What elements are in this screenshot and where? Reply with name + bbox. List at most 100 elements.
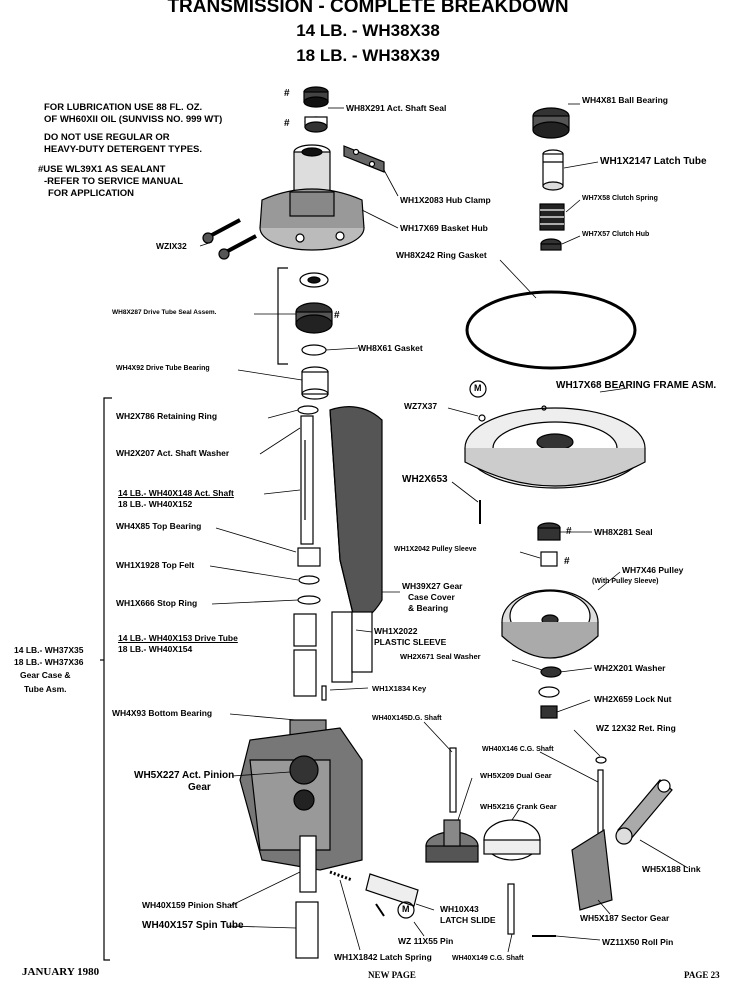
footer-new-page: NEW PAGE: [368, 970, 416, 980]
label-wh2x653: WH2X653: [402, 474, 448, 485]
pinion-shaft-part: [299, 835, 317, 893]
clutch-hub-part: [540, 238, 562, 251]
label-gear-case-4: Tube Asm.: [24, 684, 67, 694]
top-bearing-part: [297, 547, 321, 567]
seal-281-part: [537, 522, 561, 541]
label-gear-case-cover-1: WH39X27 Gear: [402, 581, 463, 591]
label-lock-nut: WH2X659 Lock Nut: [594, 694, 672, 704]
m-marker: M: [402, 904, 410, 914]
label-pinion-gear-2: Gear: [188, 782, 211, 793]
label-drive-tube-seal: WH8X287 Drive Tube Seal Assem.: [112, 309, 217, 316]
clutch-spring-part: [539, 203, 565, 231]
drive-tube-seal-part: [295, 272, 333, 356]
seal-washer-part: [540, 666, 562, 678]
label-key: WH1X1834 Key: [372, 684, 427, 693]
drive-tube-part: [293, 611, 373, 697]
label-gear-case-3: Gear Case &: [20, 670, 71, 680]
m-marker-circle-lower: [397, 901, 415, 919]
label-pulley-sleeve: WH1X2042 Pulley Sleeve: [394, 546, 477, 553]
label-screw: WZIX32: [156, 241, 187, 251]
basket-hub-part: [259, 144, 365, 251]
label-pin: WZ 11X55 Pin: [398, 936, 454, 946]
footer-date: JANUARY 1980: [22, 966, 100, 978]
label-act-shaft-18: 18 LB.- WH40X152: [118, 499, 193, 509]
model-18lb: 18 LB. - WH38X39: [296, 46, 440, 65]
note-line-7: FOR APPLICATION: [48, 188, 135, 199]
hash-marker: #: [566, 526, 572, 537]
label-top-felt: WH1X1928 Top Felt: [116, 560, 195, 570]
stop-ring-part: [297, 595, 321, 605]
model-14lb: 14 LB. - WH38X38: [296, 21, 440, 40]
label-act-shaft-14: 14 LB.- WH40X148 Act. Shaft: [118, 488, 234, 498]
ring-gasket-part: [465, 290, 637, 370]
label-drive-tube-18: 18 LB.- WH40X154: [118, 644, 193, 654]
shaft-seal-part: [303, 86, 329, 133]
retaining-ring-part: [297, 405, 319, 415]
gear-case-cover-part: [329, 406, 383, 623]
label-crank-gear: WH5X216 Crank Gear: [480, 802, 557, 811]
latch-slide-part: [365, 873, 419, 907]
label-stop-ring: WH1X666 Stop Ring: [116, 598, 198, 608]
lock-nut-part: [540, 705, 558, 719]
label-clutch-spring: WH7X58 Clutch Spring: [582, 195, 658, 202]
label-drive-tube-14: 14 LB.- WH40X153 Drive Tube: [118, 633, 238, 643]
bearing-frame-part: [464, 405, 646, 489]
label-latch-slide-1: WH10X43: [440, 904, 479, 914]
label-latch-tube: WH1X2147 Latch Tube: [600, 156, 707, 167]
m-marker: M: [474, 383, 482, 393]
label-washer: WH2X201 Washer: [594, 663, 666, 673]
label-dual-gear: WH5X209 Dual Gear: [480, 771, 552, 780]
gear-case-part: [239, 719, 363, 871]
label-dg-shaft: WH40X145D.G. Shaft: [372, 715, 442, 722]
note-line-2: OF WH60XII OIL (SUNVISS NO. 999 WT): [44, 114, 223, 125]
label-ret-ring: WZ 12X32 Ret. Ring: [596, 723, 676, 733]
link-part: [615, 779, 673, 845]
label-roll-pin: WZ11X50 Roll Pin: [602, 937, 674, 947]
label-plastic-sleeve-2: PLASTIC SLEEVE: [374, 637, 447, 647]
key-part: [321, 685, 327, 701]
label-basket-hub: WH17X69 Basket Hub: [400, 223, 488, 233]
dg-shaft-part: [449, 747, 457, 813]
gear-case-bracket: [103, 397, 112, 961]
label-seal-washer: WH2X671 Seal Washer: [400, 652, 481, 661]
label-gasket: WH8X61 Gasket: [358, 343, 423, 353]
leader-lines: [199, 103, 689, 953]
m-marker-circle-upper: [469, 380, 487, 398]
label-shaft-seal: WH8X291 Act. Shaft Seal: [346, 103, 447, 113]
label-cg-shaft-149: WH40X149 C.G. Shaft: [452, 955, 524, 962]
label-clutch-hub: WH7X57 Clutch Hub: [582, 231, 650, 238]
label-bottom-bearing: WH4X93 Bottom Bearing: [112, 708, 213, 718]
label-latch-spring: WH1X1842 Latch Spring: [334, 952, 432, 962]
label-top-bearing: WH4X85 Top Bearing: [116, 521, 202, 531]
hash-marker: #: [334, 310, 340, 321]
page-title: TRANSMISSION - COMPLETE BREAKDOWN: [167, 0, 569, 17]
pulley-part: [501, 589, 599, 659]
ret-ring-part: [595, 756, 607, 764]
hub-clamp-part: [343, 145, 385, 173]
label-pulley: WH7X46 Pulley: [622, 565, 684, 575]
label-shaft-washer: WH2X207 Act. Shaft Washer: [116, 448, 230, 458]
label-wz7x37: WZ7X37: [404, 401, 438, 411]
label-ball-bearing: WH4X81 Ball Bearing: [582, 95, 668, 105]
hash-marker: #: [284, 118, 290, 129]
note-line-3: DO NOT USE REGULAR OR: [44, 132, 170, 143]
ball-bearing-part: [532, 107, 570, 139]
label-pulley-note: (With Pulley Sleeve): [592, 578, 659, 585]
pin-part: [375, 903, 385, 917]
label-plastic-sleeve-1: WH1X2022: [374, 626, 418, 636]
label-drive-tube-bearing: WH4X92 Drive Tube Bearing: [116, 365, 210, 372]
pulley-sleeve-part: [540, 551, 558, 567]
latch-spring-part: [329, 870, 353, 882]
wz7x37-part: [478, 414, 486, 422]
hash-marker: #: [564, 556, 570, 567]
label-gear-case-cover-2: Case Cover: [408, 592, 455, 602]
label-gear-case-cover-3: & Bearing: [408, 603, 449, 613]
label-ring-gasket: WH8X242 Ring Gasket: [396, 250, 487, 260]
cg-shaft-149-part: [507, 883, 515, 935]
washer-part: [538, 686, 560, 698]
sector-gear-part: [571, 828, 613, 911]
label-sector-gear: WH5X187 Sector Gear: [580, 913, 670, 923]
label-retaining-ring: WH2X786 Retaining Ring: [116, 411, 218, 421]
label-pinion-gear-1: WH5X227 Act. Pinion: [134, 770, 235, 781]
